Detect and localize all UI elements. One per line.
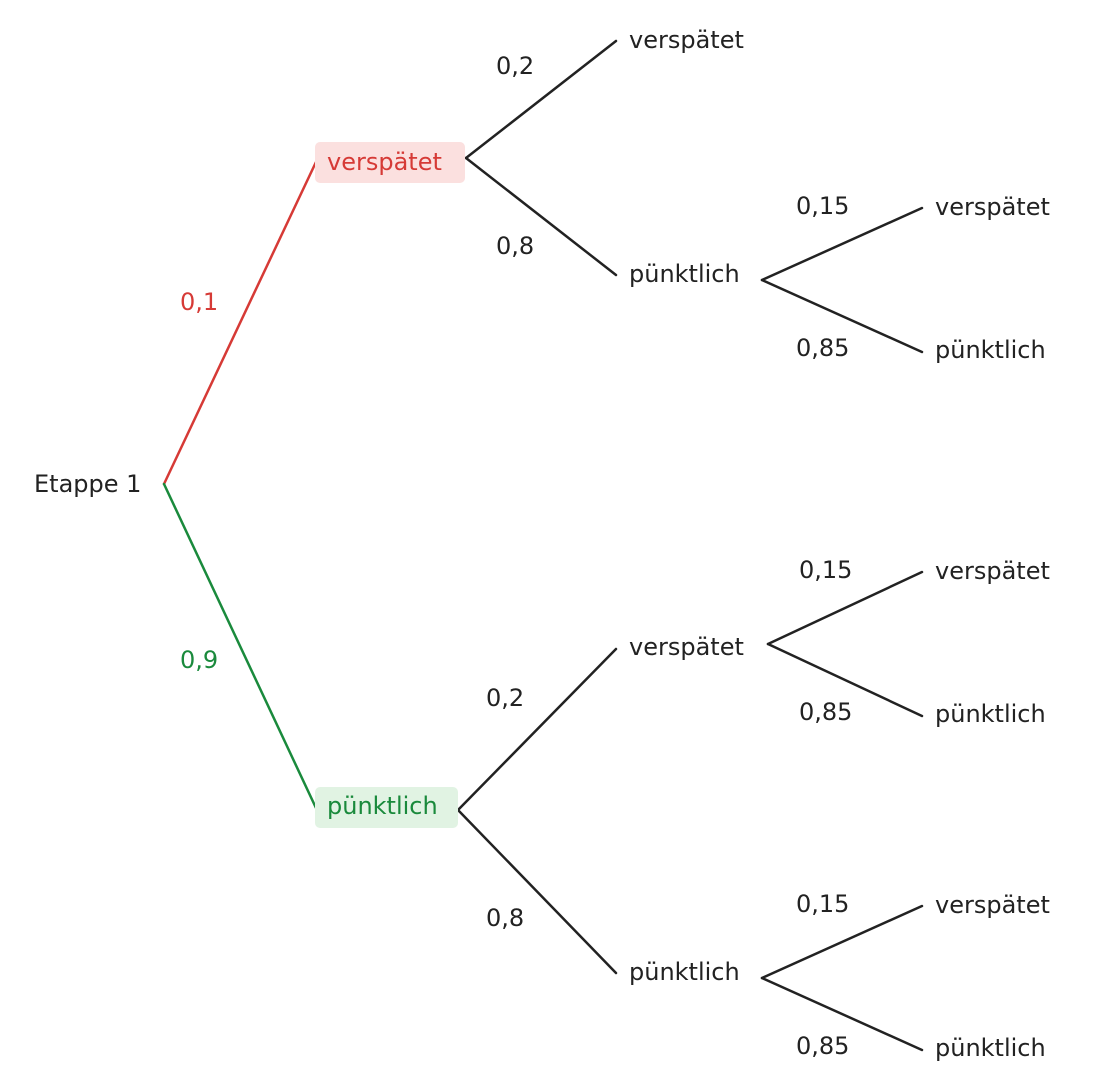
edge-ontime-to-late [456,647,618,812]
edge-root-to-ontime [162,482,318,810]
level3-lo-late-prob: 0,15 [796,192,849,220]
level1-late-label: verspätet [327,148,442,176]
edge-ontime-ontime-to-ontime [760,976,924,1052]
edge-ontime-to-ontime [456,808,618,975]
level2-late-late-prob: 0,2 [496,52,534,80]
edge-ontime-late-to-ontime [766,642,924,718]
root-label: Etappe 1 [34,470,141,498]
level3-ol-late-prob: 0,15 [799,556,852,584]
edge-late-to-late [464,39,618,160]
level2-ontime-ontime-label: pünktlich [629,958,740,986]
level3-oo-late-prob: 0,15 [796,890,849,918]
level3-ol-ontime-prob: 0,85 [799,698,852,726]
level1-late-prob: 0,1 [180,288,218,316]
late-highlight-box [315,142,465,183]
level3-ol-late-label: verspätet [935,557,1050,585]
level3-oo-ontime-prob: 0,85 [796,1032,849,1060]
level2-late-late-label: verspätet [629,26,744,54]
level3-lo-ontime-prob: 0,85 [796,334,849,362]
level3-oo-ontime-label: pünktlich [935,1034,1046,1062]
level2-ontime-late-prob: 0,2 [486,684,524,712]
level3-lo-ontime-label: pünktlich [935,336,1046,364]
edge-ontime-ontime-to-late [760,904,924,980]
level2-ontime-late-label: verspätet [629,633,744,661]
edge-late-to-ontime [464,156,618,277]
ontime-highlight-box [315,787,458,828]
edge-ontime-late-to-late [766,570,924,646]
level1-ontime-prob: 0,9 [180,646,218,674]
level3-lo-late-label: verspätet [935,193,1050,221]
edge-late-ontime-to-ontime [760,278,924,354]
level3-ol-ontime-label: pünktlich [935,700,1046,728]
edge-root-to-late [162,160,318,486]
level2-ontime-ontime-prob: 0,8 [486,904,524,932]
level1-ontime-label: pünktlich [327,792,438,820]
level2-late-ontime-label: pünktlich [629,260,740,288]
edge-late-ontime-to-late [760,206,924,282]
level2-late-ontime-prob: 0,8 [496,232,534,260]
level3-oo-late-label: verspätet [935,891,1050,919]
